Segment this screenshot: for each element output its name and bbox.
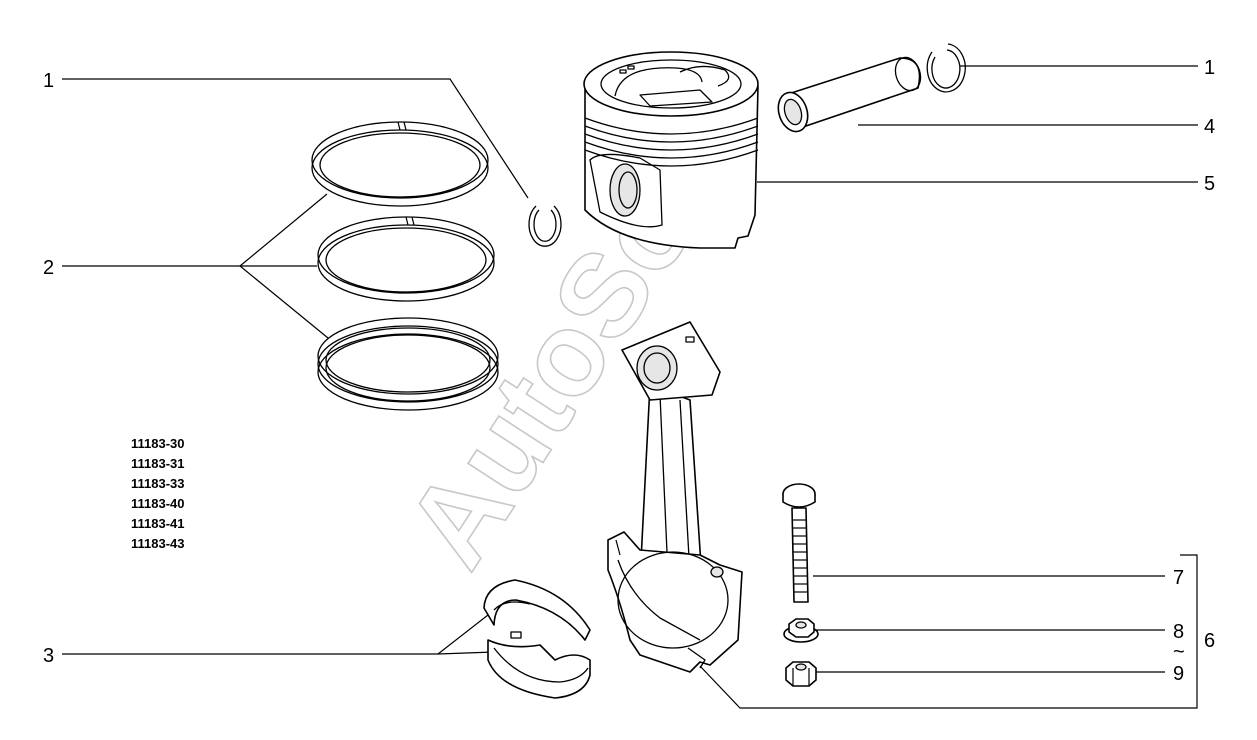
model-code: 11183-40 (131, 496, 185, 511)
piston (583, 51, 759, 249)
rod-bolt (782, 483, 816, 603)
bearing-shell-lower (487, 639, 591, 699)
callouts: 1 2 3 1 4 5 7 8 ~ 9 6 (43, 57, 1215, 685)
callout-3: 3 (43, 645, 54, 667)
connecting-rod (607, 321, 743, 673)
callout-6: 6 (1204, 630, 1215, 652)
piston-ring-top (311, 121, 489, 207)
model-code: 11183-33 (131, 476, 185, 491)
model-code: 11183-30 (131, 436, 185, 451)
range-tilde: ~ (1173, 641, 1185, 663)
callout-9: 9 (1173, 663, 1184, 685)
piston-ring-middle (317, 216, 495, 302)
model-code: 11183-31 (131, 456, 185, 471)
circlip-left (528, 205, 562, 247)
leader-line-2-bottom (239, 265, 329, 339)
model-list: 11183-30 11183-31 11183-33 11183-40 1118… (131, 436, 185, 551)
circlip-right (926, 43, 966, 93)
leader-line-2-top (239, 193, 328, 267)
callout-8: 8 (1173, 621, 1184, 643)
callout-7: 7 (1173, 567, 1184, 589)
callout-5: 5 (1204, 173, 1215, 195)
hex-nut (785, 661, 817, 687)
leader-lines (62, 65, 1198, 709)
leader-line-1-left (62, 78, 529, 199)
leader-line-3-upper (437, 614, 489, 655)
piston-pin (777, 56, 922, 133)
bracket-6 (699, 554, 1198, 709)
flange-nut (783, 618, 819, 643)
bearing-shell-upper (483, 579, 591, 641)
leader-line-3-lower (437, 651, 495, 655)
callout-1-right: 1 (1204, 57, 1215, 79)
model-code: 11183-43 (131, 536, 185, 551)
callout-4: 4 (1204, 116, 1215, 138)
callout-2: 2 (43, 257, 54, 279)
model-code: 11183-41 (131, 516, 185, 531)
piston-ring-oil (317, 317, 499, 411)
callout-1-left: 1 (43, 70, 54, 92)
